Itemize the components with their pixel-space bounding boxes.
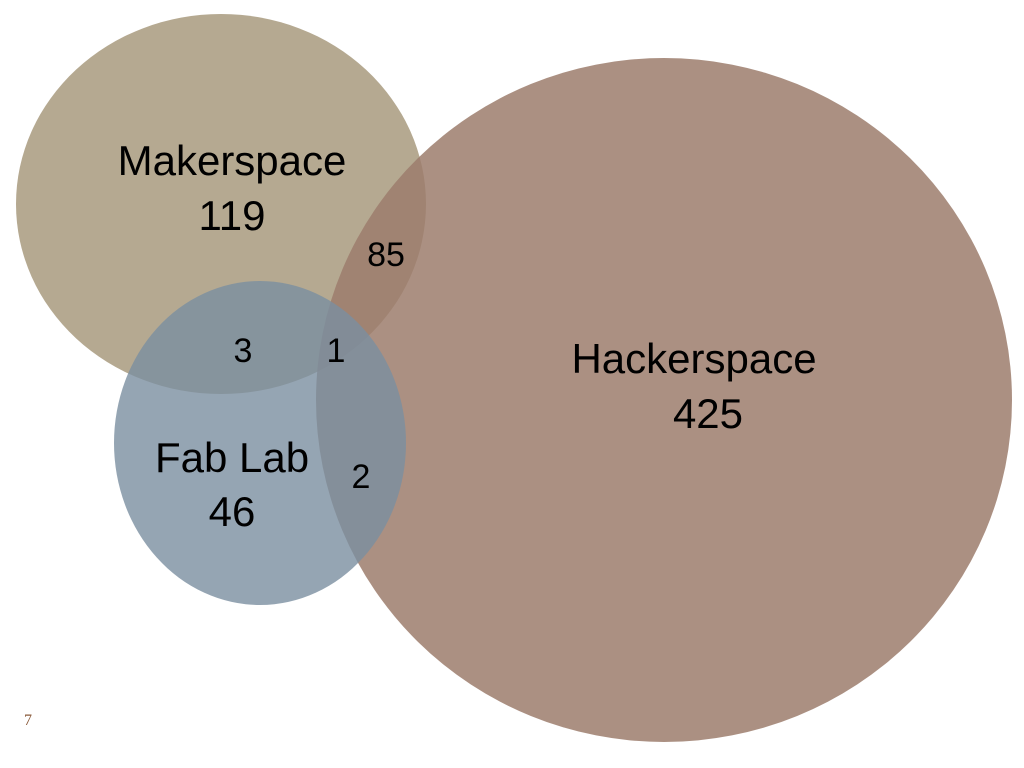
- fablab-circle: [114, 281, 406, 605]
- page-number: 7: [24, 712, 32, 729]
- hackerspace-count: 425: [673, 390, 743, 437]
- hackerspace-label: Hackerspace: [571, 335, 816, 382]
- makerspace-fablab-count: 3: [234, 332, 253, 370]
- all-three-count: 1: [327, 332, 346, 370]
- makerspace-hackerspace-count: 85: [367, 236, 405, 274]
- fablab-count: 46: [209, 488, 256, 535]
- fablab-hackerspace-count: 2: [352, 458, 371, 496]
- hackerspace-circle: [316, 58, 1012, 742]
- makerspace-label: Makerspace: [118, 137, 347, 184]
- makerspace-count: 119: [199, 192, 266, 239]
- fablab-label: Fab Lab: [155, 434, 309, 481]
